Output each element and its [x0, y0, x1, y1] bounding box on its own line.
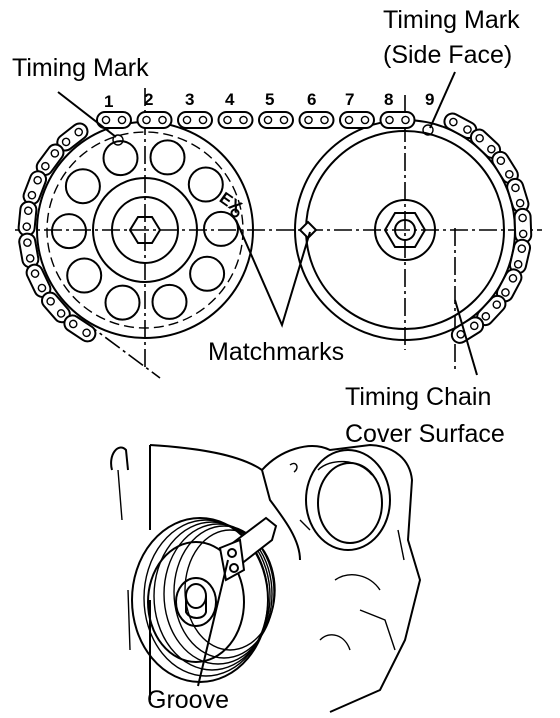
link-number-7: 7 — [345, 90, 354, 109]
link-number-3: 3 — [185, 90, 194, 109]
chain-link — [177, 111, 213, 129]
chain-link — [96, 111, 132, 129]
chain-link — [258, 111, 294, 129]
link-number-2: 2 — [144, 90, 153, 109]
sprocket-hole — [66, 257, 103, 294]
link-number-8: 8 — [384, 90, 393, 109]
chain-link — [217, 111, 254, 129]
matchmarks-leader — [235, 219, 311, 328]
chain-link — [22, 170, 48, 206]
link-number-4: 4 — [225, 90, 235, 109]
sprocket-holes — [51, 139, 239, 321]
matchmarks-label: Matchmarks — [208, 338, 344, 366]
chain-link — [136, 111, 173, 129]
ex-dot — [230, 208, 240, 218]
cover-surface-label-line2: Cover Surface — [345, 420, 505, 448]
engine-block-outline — [110, 443, 422, 713]
link-number-6: 6 — [307, 90, 316, 109]
timing-mark-left-label: Timing Mark — [12, 54, 149, 82]
chain-link — [298, 111, 335, 129]
cover-surface-label-line1: Timing Chain — [345, 383, 491, 411]
upper-assembly: EX 1 2 3 4 5 — [15, 71, 542, 379]
timing-pointer-bracket — [218, 516, 278, 582]
timing-chain — [17, 111, 533, 344]
timing-mark-right-label-line2: (Side Face) — [383, 41, 512, 69]
chain-link — [491, 150, 519, 185]
chain-link — [17, 200, 38, 237]
groove-label: Groove — [147, 686, 229, 714]
left-timing-mark-dot — [112, 134, 124, 146]
right-timing-mark-dot — [422, 124, 434, 136]
sprocket-hole — [51, 213, 87, 250]
chain-link — [513, 207, 533, 244]
sprocket-hole — [203, 210, 239, 247]
crank-pulley — [131, 517, 276, 683]
cover-surface-leader — [454, 299, 478, 376]
sprocket-hole — [64, 168, 101, 205]
sprocket-hole — [149, 139, 186, 176]
oil-seal-boss — [305, 449, 391, 551]
link-number-5: 5 — [265, 90, 274, 109]
sprocket-hole — [102, 140, 139, 177]
timing-mark-right-label-line1: Timing Mark — [383, 6, 520, 34]
chain-link — [63, 314, 97, 343]
sprocket-hole — [187, 166, 224, 203]
block-details — [117, 462, 405, 651]
link-number-9: 9 — [425, 90, 434, 109]
chain-link — [450, 316, 485, 344]
sprocket-hole — [104, 284, 141, 321]
groove-leader — [197, 559, 229, 687]
timing-mark-right-leader — [429, 71, 456, 129]
link-number-1: 1 — [104, 92, 113, 111]
sprocket-hole — [151, 283, 188, 320]
lower-assembly — [110, 443, 422, 713]
chain-link — [506, 177, 530, 214]
sprocket-hole — [189, 255, 226, 292]
chain-link — [339, 111, 375, 129]
timing-mark-left-leader — [57, 91, 117, 138]
chain-link — [379, 111, 416, 129]
